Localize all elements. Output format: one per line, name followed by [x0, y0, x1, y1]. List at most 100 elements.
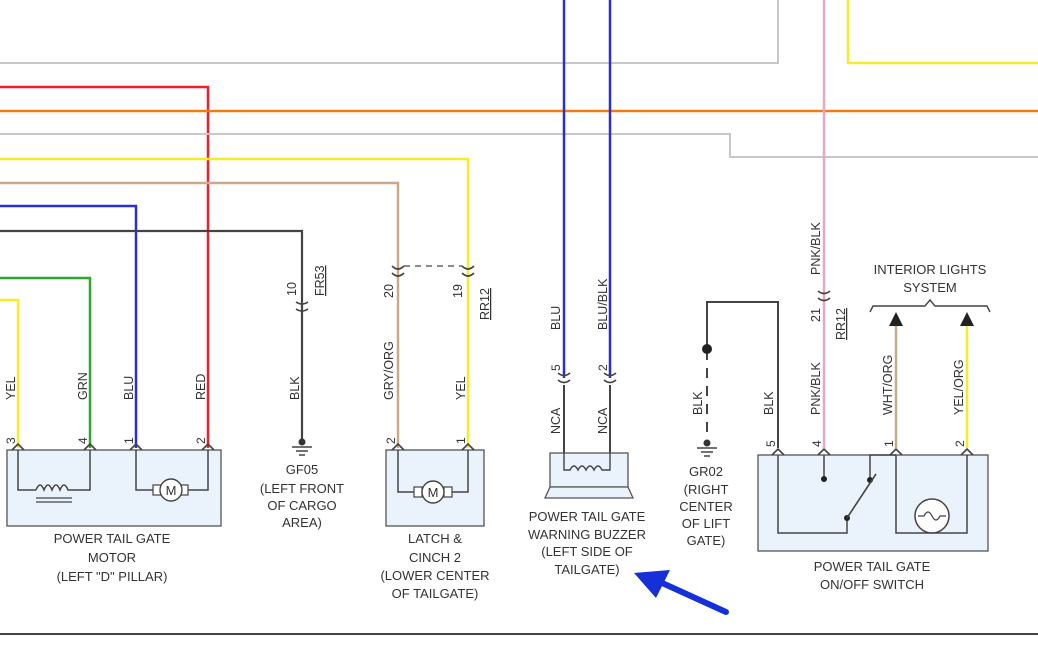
switch-pin-terminals — [771, 447, 974, 456]
buzzer-caption-4: TAILGATE) — [554, 562, 619, 577]
blue-wire-motor — [0, 204, 138, 448]
inline-connectors — [295, 265, 831, 384]
wire-label-blk-gf05: BLK — [288, 376, 302, 400]
interior-lights-caption-2: SYSTEM — [903, 280, 956, 295]
motor-pin-1: 1 — [122, 437, 136, 444]
motor-pin-2: 2 — [194, 437, 208, 444]
connector-c20 — [391, 265, 405, 277]
gray-wire-top — [0, 0, 779, 64]
latch-brush-right — [443, 486, 453, 498]
connector-fr53 — [295, 301, 309, 312]
gr02-top-dot — [702, 344, 712, 354]
gr02-caption-1: GR02 — [689, 464, 723, 479]
gf05-caption-2: (LEFT FRONT — [260, 481, 344, 496]
latch-caption-1: LATCH & — [408, 531, 462, 546]
yellow-wire-latch — [0, 157, 470, 448]
latch-component: M 2 1 LATCH & CINCH 2 (LOWER CENTER OF T… — [380, 437, 489, 601]
latch-pin-2: 2 — [384, 437, 398, 444]
motor-pin-4: 4 — [76, 437, 90, 444]
buzzer-pin-2: 2 — [596, 364, 610, 371]
interior-lights-system: INTERIOR LIGHTS SYSTEM — [869, 262, 991, 448]
switch-internal-wires — [777, 454, 968, 534]
connector-rr12-label-b: RR12 — [834, 308, 848, 340]
switch-pin-5: 5 — [764, 440, 778, 447]
switch-contact-dot — [821, 476, 827, 482]
gr02-caption-5: GATE) — [687, 533, 726, 548]
gr02-ground: GR02 (RIGHT CENTER OF LIFT GATE) — [679, 301, 779, 548]
switch-component: 5 4 1 2 POWER TAIL GATE ON/OFF SWITCH — [757, 440, 989, 592]
green-wire — [0, 276, 92, 448]
switch-lever-icon — [846, 473, 877, 519]
pointer-arrow-head — [634, 570, 670, 598]
gf05-caption-4: AREA) — [282, 515, 322, 530]
buzzer-caption-2: WARNING BUZZER — [528, 527, 646, 542]
motor-pin-3: 3 — [4, 437, 18, 444]
arrow-up-icon-wht-org — [889, 312, 903, 326]
buzzer-base — [543, 486, 635, 499]
wire-label-nca-1: NCA — [549, 407, 563, 434]
connector-fr53-label: FR53 — [313, 265, 327, 296]
connector-buzzer-2 — [603, 372, 617, 384]
wire-label-grn: GRN — [76, 372, 90, 400]
latch-caption-4: OF TAILGATE) — [392, 586, 479, 601]
connector-rr12-19 — [461, 265, 475, 277]
interior-lights-caption-1: INTERIOR LIGHTS — [874, 262, 987, 277]
wire-label-pnk-blk-upper: PNK/BLK — [809, 222, 823, 275]
black-wire-gf05 — [0, 229, 304, 440]
wire-label-blu-motor: BLU — [122, 376, 136, 400]
motor-body — [6, 449, 222, 527]
lamp-filament-icon — [918, 511, 946, 521]
buzzer-body — [549, 452, 629, 488]
connector-buzzer-5 — [557, 372, 571, 384]
latch-caption-3: (LOWER CENTER — [380, 568, 489, 583]
latch-pin-terminals — [391, 442, 475, 451]
wire-label-yel-left: YEL — [4, 376, 18, 400]
connector-rr12-21 — [817, 290, 831, 302]
wire-label-yel-latch: YEL — [454, 376, 468, 400]
connector-pin-10: 10 — [285, 282, 299, 296]
tan-wire-latch — [0, 181, 400, 448]
latch-internal-wires — [397, 450, 469, 493]
background-wires — [0, 0, 1038, 635]
wire-label-blu-blk: BLU/BLK — [596, 278, 610, 330]
motor-internal-wires — [17, 450, 209, 491]
wire-label-gry-org: GRY/ORG — [382, 341, 396, 400]
yellow-wire-motor — [0, 298, 20, 448]
connector-pin-20: 20 — [382, 284, 396, 298]
buzzer-component: 5 2 POWER TAIL GATE WARNING BUZZER (LEFT… — [528, 364, 646, 577]
ground-dot-gr02 — [703, 439, 711, 447]
gr02-caption-2: (RIGHT — [684, 482, 729, 497]
yellow-wire-top-right — [846, 0, 1038, 65]
gf05-caption-1: GF05 — [286, 462, 319, 477]
wire-label-red: RED — [194, 374, 208, 400]
pointer-arrow-shaft — [657, 579, 729, 615]
motor-icon-label: M — [166, 483, 177, 498]
pointer-arrow-icon — [634, 570, 729, 615]
buzzer-pin-5: 5 — [549, 364, 563, 371]
connector-labels: 10 FR53 20 19 RR12 21 RR12 — [285, 265, 848, 340]
wire-label-blk-gr02: BLK — [691, 391, 705, 415]
switch-body — [757, 454, 989, 552]
gray-wire-right — [0, 133, 1038, 158]
arrow-up-icon-yel-org — [960, 312, 974, 326]
red-wire — [0, 85, 210, 448]
switch-pin-4: 4 — [810, 440, 824, 447]
gr02-to-switch-wire — [706, 301, 779, 448]
wire-label-blu-buzzer: BLU — [549, 306, 563, 330]
wire-label-pnk-blk-lower: PNK/BLK — [809, 362, 823, 415]
switch-caption-2: ON/OFF SWITCH — [820, 577, 924, 592]
wire-label-wht-org: WHT/ORG — [881, 355, 895, 415]
gf05-ground: GF05 (LEFT FRONT OF CARGO AREA) — [260, 438, 344, 530]
gr02-caption-3: CENTER — [679, 499, 732, 514]
wire-label-nca-2: NCA — [596, 407, 610, 434]
connector-rr12-label-a: RR12 — [478, 288, 492, 320]
motor-caption-2: MOTOR — [88, 550, 136, 565]
interior-lights-bracket — [869, 298, 991, 313]
latch-pin-1: 1 — [454, 437, 468, 444]
latch-motor-icon — [421, 480, 445, 504]
connector-pin-19: 19 — [451, 284, 465, 298]
motor-coil-icon — [35, 484, 72, 493]
motor-caption-3: (LEFT "D" PILLAR) — [57, 569, 168, 584]
motor-icon — [159, 478, 183, 502]
